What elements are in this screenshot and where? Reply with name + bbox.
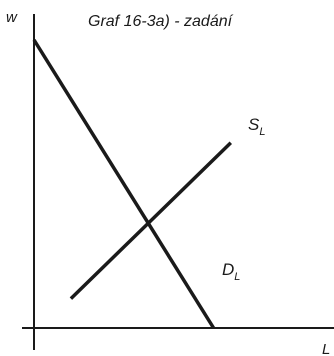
- chart-title: Graf 16-3a) - zadání: [88, 13, 234, 30]
- x-axis-label: L: [322, 341, 330, 356]
- demand-curve-label-main: D: [222, 260, 234, 279]
- series-layer: [32, 38, 233, 329]
- supply-curve-label-sub: L: [259, 126, 265, 138]
- axes: [22, 14, 334, 350]
- series-labels: SL DL: [222, 115, 265, 283]
- demand-curve: [32, 38, 216, 329]
- demand-curve-label-sub: L: [234, 271, 240, 283]
- y-axis-label: w: [6, 9, 18, 26]
- supply-curve-label: SL: [248, 115, 265, 138]
- demand-curve-label: DL: [222, 260, 240, 283]
- supply-curve: [69, 141, 233, 300]
- supply-curve-label-main: S: [248, 115, 260, 134]
